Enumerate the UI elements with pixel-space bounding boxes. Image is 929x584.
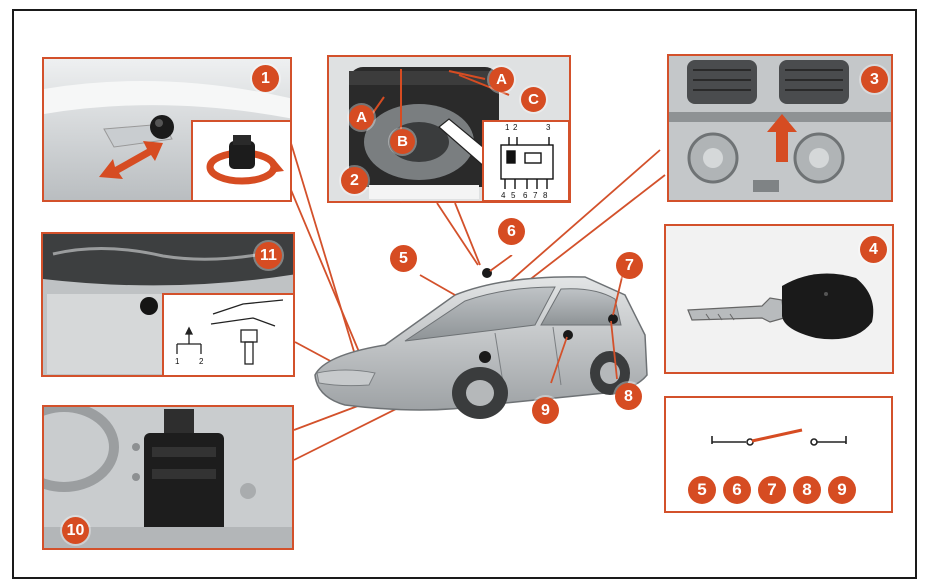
switch-symbol-icon [711,428,847,446]
switch-number-6: 6 [723,476,751,504]
label-b: B [390,129,415,154]
connector-diagram [500,137,554,189]
connector-pin-2: 2 [513,123,518,132]
connector-pin-8: 8 [543,191,548,200]
leader-line-2a [436,202,479,266]
rotate-arrow-icon [206,135,284,185]
switch-number-7: 7 [758,476,786,504]
panel-hood-release: 1 [42,57,292,202]
hood-switch-pin-2: 2 [199,357,204,366]
connector-pin-6: 6 [523,191,528,200]
panel-door-switch-symbol: 5 6 7 8 9 [664,396,893,513]
callout-1: 1 [252,65,279,92]
panel-ignition-key: 4 [664,224,894,374]
engine-bay-illustration [43,234,293,375]
label-a-left: A [349,105,374,130]
hood-switch-pin-1: 1 [175,357,180,366]
connector-pin-1: 1 [505,123,510,132]
connector-pin-4: 4 [501,191,506,200]
car-key-icon [666,226,892,372]
leader-line-2b [454,202,481,266]
callout-10: 10 [62,517,89,544]
panel-control-module: 10 [42,405,294,550]
label-a-right: A [489,67,514,92]
callout-8: 8 [615,383,642,410]
callout-2: 2 [341,167,368,194]
switch-number-9: 9 [828,476,856,504]
callout-9: 9 [532,397,559,424]
hood-release-illustration [44,59,290,200]
callout-3: 3 [861,66,888,93]
callout-11: 11 [255,242,282,269]
callout-7: 7 [616,252,643,279]
double-arrow-icon [99,141,163,179]
car-illustration [314,255,648,419]
panel-interior-mirror: 1 2 3 4 5 6 7 8 A B A C 2 [327,55,571,203]
switch-number-8: 8 [793,476,821,504]
panel-dashboard-switch: 3 [667,54,893,202]
connector-pin-5: 5 [511,191,516,200]
connector-pin-7: 7 [533,191,538,200]
hood-switch-diagram [176,299,284,365]
panel-hood-switch: 1 2 11 [41,232,295,377]
callout-4: 4 [860,236,887,263]
callout-6: 6 [498,218,525,245]
leader-line-1 [283,119,363,379]
connector-pin-3: 3 [546,123,551,132]
switch-number-5: 5 [688,476,716,504]
callout-5: 5 [390,245,417,272]
up-arrow-icon [767,114,797,162]
mirror-illustration [329,57,569,201]
label-c: C [521,87,546,112]
